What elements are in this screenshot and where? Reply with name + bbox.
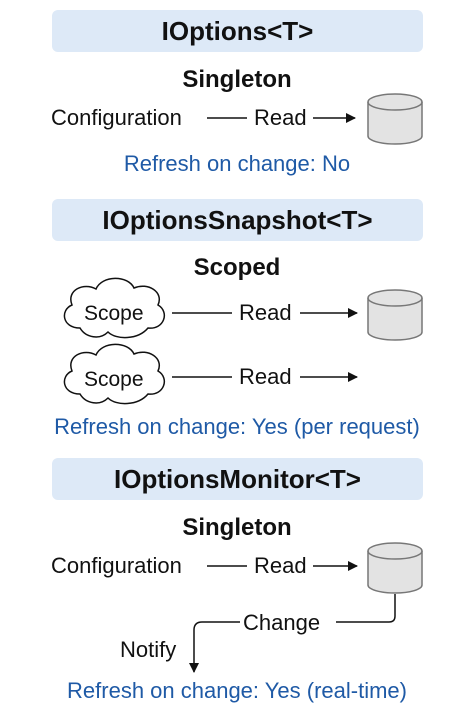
database-cylinder-1 [367,93,423,145]
scope-cloud-1 [63,277,166,339]
database-cylinder-3 [367,542,423,594]
section-title-ioptions: IOptions<T> [52,10,423,52]
scope-label-1: Scope [84,302,144,325]
notify-arrow [189,621,240,673]
read-label-2: Read [239,300,292,325]
configuration-label-1: Configuration [51,105,182,130]
change-line [336,594,396,623]
refresh-label-2: Refresh on change: Yes (per request) [54,414,420,439]
lifetime-label-1: Singleton [182,66,292,93]
scope-label-2: Scope [84,368,144,391]
notify-label: Notify [120,637,177,662]
refresh-label-3: Refresh on change: Yes (real-time) [67,678,407,703]
section-title-ioptionsmonitor: IOptionsMonitor<T> [52,458,423,500]
read-label-3: Read [239,364,292,389]
lifetime-label-3: Singleton [182,514,292,541]
configuration-label-3: Configuration [51,553,182,578]
lifetime-label-2: Scoped [193,254,281,281]
section-title-ioptionssnapshot: IOptionsSnapshot<T> [52,199,423,241]
read-label-4: Read [254,553,307,578]
read-label-1: Read [254,105,307,130]
change-label: Change [243,610,321,635]
refresh-label-1: Refresh on change: No [123,151,351,176]
scope-cloud-2 [63,343,166,405]
database-cylinder-2 [367,289,423,341]
